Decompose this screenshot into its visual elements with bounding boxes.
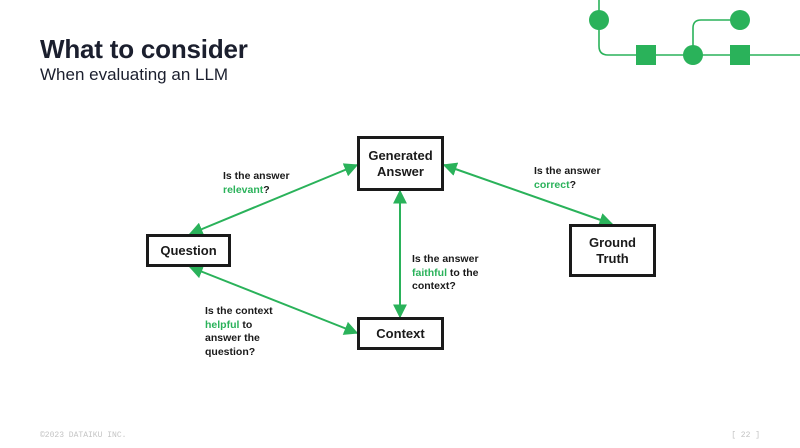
- label-relevant-line2: relevant?: [223, 184, 290, 198]
- label-correct-suffix: ?: [569, 178, 577, 191]
- label-helpful-line3: answer the: [205, 332, 260, 344]
- label-faithful: Is the answer faithful to the context?: [412, 253, 479, 294]
- arrow-answer-question: [188, 163, 359, 236]
- label-helpful: Is the context helpful to answer the que…: [205, 305, 273, 359]
- label-correct-line1: Is the answer: [534, 165, 601, 177]
- label-faithful-line3: context?: [412, 280, 456, 292]
- label-faithful-highlight: faithful: [412, 266, 447, 279]
- label-relevant-highlight: relevant: [223, 183, 264, 196]
- label-helpful-suffix: to: [239, 318, 253, 331]
- footer-copyright: ©2023 DATAIKU INC.: [40, 431, 127, 440]
- slide-subtitle: When evaluating an LLM: [40, 65, 229, 84]
- node-context: Context: [357, 317, 444, 350]
- label-faithful-line1: Is the answer: [412, 253, 479, 265]
- label-helpful-line1: Is the context: [205, 305, 273, 317]
- label-faithful-line2: faithful to the: [412, 267, 479, 281]
- node-context-label: Context: [376, 325, 425, 341]
- label-helpful-highlight: helpful: [205, 318, 240, 331]
- node-generated-answer-label: Generated Answer: [368, 147, 433, 179]
- node-question: Question: [146, 234, 231, 267]
- label-correct: Is the answer correct?: [534, 165, 601, 192]
- node-ground-truth: Ground Truth: [569, 224, 656, 277]
- circuit-node-circle-2: [683, 45, 703, 65]
- circuit-node-circle-1: [589, 10, 609, 30]
- node-question-label: Question: [160, 242, 217, 258]
- slide-title: What to consider: [40, 34, 248, 64]
- arrow-question-context: [188, 265, 359, 335]
- label-relevant-line1: Is the answer: [223, 170, 290, 182]
- label-faithful-suffix: to the: [447, 266, 479, 279]
- circuit-node-square-2: [730, 45, 750, 65]
- label-relevant: Is the answer relevant?: [223, 170, 290, 197]
- circuit-line-main: [598, 0, 800, 56]
- label-helpful-line4: question?: [205, 345, 256, 358]
- label-correct-line2: correct?: [534, 179, 601, 193]
- label-relevant-suffix: ?: [263, 183, 270, 196]
- label-correct-highlight: correct: [534, 178, 570, 191]
- circuit-node-square-1: [636, 45, 656, 65]
- footer-page-number: [ 22 ]: [731, 431, 760, 440]
- circuit-line-branch: [692, 19, 740, 55]
- label-helpful-line2: helpful to: [205, 319, 273, 333]
- arrow-answer-ground-truth: [442, 162, 614, 227]
- node-ground-truth-label: Ground Truth: [589, 234, 636, 266]
- circuit-node-circle-3: [730, 10, 750, 30]
- node-generated-answer: Generated Answer: [357, 136, 444, 191]
